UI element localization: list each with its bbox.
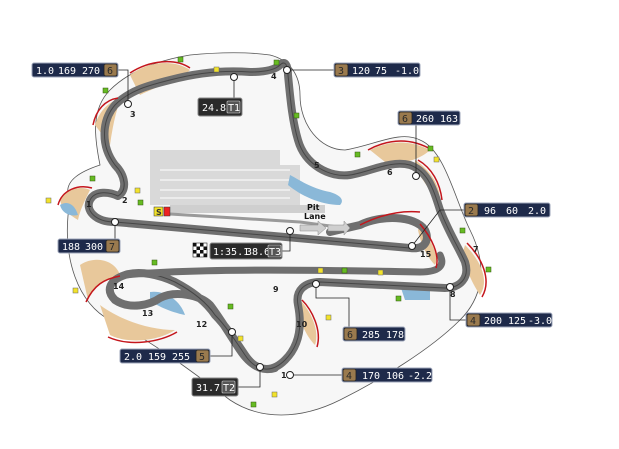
red-marker (163, 206, 171, 217)
turn-4: 4 (271, 72, 277, 81)
turn-13: 13 (142, 309, 153, 318)
svg-text:T1: T1 (228, 103, 240, 114)
svg-text:169: 169 (58, 66, 76, 77)
callout-points (111, 66, 454, 379)
svg-text:188: 188 (62, 242, 80, 253)
turn-7: 7 (473, 245, 479, 254)
svg-text:106: 106 (386, 371, 404, 382)
svg-text:200: 200 (484, 316, 502, 327)
callout-turn8: 4 200 125 -3.0 (465, 312, 553, 328)
svg-text:6: 6 (347, 330, 353, 341)
turn-2: 2 (122, 196, 128, 205)
svg-text:159: 159 (148, 352, 166, 363)
svg-text:96: 96 (484, 206, 496, 217)
turn-6: 6 (387, 168, 393, 177)
marshal-markers (45, 56, 492, 408)
svg-text:300: 300 (85, 242, 103, 253)
svg-text:60: 60 (506, 206, 518, 217)
turn-15: 15 (420, 250, 432, 259)
pit-lane-label-2: Lane (304, 212, 326, 221)
svg-text:31.7: 31.7 (196, 383, 220, 394)
svg-text:163: 163 (440, 114, 458, 125)
turn-5: 5 (314, 161, 320, 170)
callout-turn3: 1.0 169 270 6 (31, 62, 119, 78)
turn-1: 1 (86, 200, 92, 209)
turn-numbers: 1 2 3 4 5 6 7 8 9 10 11 12 13 14 15 (86, 72, 479, 380)
pit-lane-label: Pit (307, 203, 320, 212)
callout-sector2: 31.7 T2 (191, 377, 239, 397)
turn-12: 12 (196, 320, 207, 329)
svg-text:6: 6 (107, 66, 113, 77)
drs-marker-label: S (156, 208, 162, 217)
callout-turn11: 4 170 106 -2.2 (341, 367, 433, 383)
drs-marker (153, 206, 164, 217)
callout-laptime: 1:35.1 38.6 T3 (192, 242, 283, 260)
svg-text:75: 75 (375, 66, 387, 77)
svg-text:270: 270 (82, 66, 100, 77)
svg-text:4: 4 (346, 371, 352, 382)
kerbs (57, 60, 487, 348)
turn-9: 9 (273, 285, 279, 294)
callout-turn9: 6 285 178 (342, 326, 406, 342)
svg-text:120: 120 (352, 66, 370, 77)
svg-text:T3: T3 (269, 247, 281, 258)
svg-text:4: 4 (470, 316, 476, 327)
svg-text:125: 125 (508, 316, 526, 327)
pit-arrows (299, 220, 351, 236)
svg-text:-3.0: -3.0 (528, 316, 552, 327)
svg-text:255: 255 (172, 352, 190, 363)
turn-10: 10 (296, 320, 308, 329)
svg-text:1:35.1: 1:35.1 (213, 247, 249, 258)
svg-text:T2: T2 (223, 383, 235, 394)
svg-text:170: 170 (362, 371, 380, 382)
svg-text:2.0: 2.0 (124, 352, 142, 363)
callout-turn1: 188 300 7 (57, 238, 121, 254)
svg-text:1.0: 1.0 (36, 66, 54, 77)
chequered-flag-icon (192, 242, 208, 258)
callout-turn12: 2.0 159 255 5 (119, 348, 211, 364)
callout-sector1: 24.8 T1 (197, 97, 243, 117)
svg-text:285: 285 (362, 330, 380, 341)
svg-text:7: 7 (109, 242, 115, 253)
svg-text:-2.2: -2.2 (408, 371, 432, 382)
svg-text:260: 260 (416, 114, 434, 125)
turn-8: 8 (450, 290, 456, 299)
pit-building (170, 205, 325, 213)
svg-text:3: 3 (338, 66, 344, 77)
svg-text:2: 2 (468, 206, 474, 217)
back-straight (121, 251, 446, 279)
svg-text:5: 5 (199, 352, 205, 363)
paddock-lines (160, 169, 290, 199)
turn-3: 3 (130, 110, 136, 119)
turn-14: 14 (113, 282, 125, 291)
callout-turn4: 3 120 75 -1.0 (333, 62, 421, 78)
paddock-area (150, 150, 300, 205)
svg-text:24.8: 24.8 (202, 103, 226, 114)
svg-text:178: 178 (386, 330, 404, 341)
callout-turn15: 2 96 60 2.0 (463, 202, 551, 218)
svg-text:-1.0: -1.0 (395, 66, 419, 77)
svg-text:38.6: 38.6 (246, 247, 270, 258)
callout-turn6: 6 260 163 (397, 110, 461, 126)
svg-text:2.0: 2.0 (528, 206, 546, 217)
svg-text:6: 6 (402, 114, 408, 125)
